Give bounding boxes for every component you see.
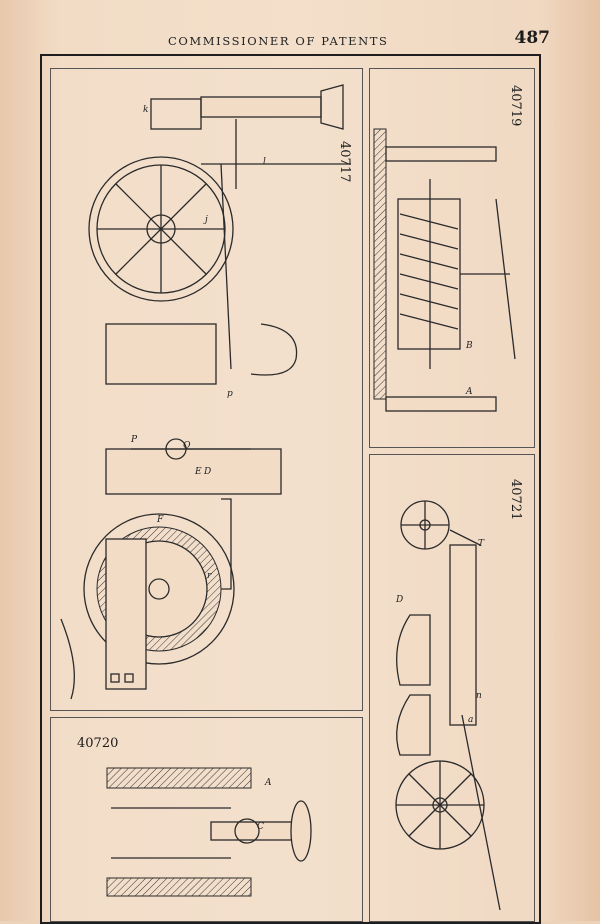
valve-cap xyxy=(290,800,312,862)
large-wheel-rim xyxy=(88,156,234,302)
label-E: E xyxy=(195,467,202,477)
mould-board-1 xyxy=(396,614,431,686)
pump-head-shape xyxy=(150,98,202,130)
label-l: l xyxy=(263,157,266,167)
drum-hub xyxy=(148,578,170,600)
patent-number-40721: 40721 xyxy=(508,479,523,521)
machine-body-middle xyxy=(105,448,282,495)
bottom-beam xyxy=(385,396,497,412)
base-slab xyxy=(373,128,387,400)
drawing-40717 xyxy=(60,84,351,700)
handle-lines xyxy=(461,714,501,911)
patent-number-40717: 40717 xyxy=(337,141,352,183)
page-number: 487 xyxy=(514,28,551,48)
rod-f xyxy=(221,498,232,590)
base-plank xyxy=(105,538,147,690)
patent-number-40719: 40719 xyxy=(508,85,523,127)
roller-box xyxy=(397,198,461,350)
large-wheel-spokes-40721 xyxy=(396,761,484,849)
large-wheel-spokes xyxy=(97,165,225,293)
ground-line xyxy=(60,618,75,700)
panel-40719: 40719 B A xyxy=(369,68,535,448)
roller-teeth xyxy=(399,213,459,330)
wheel-arm xyxy=(449,529,481,546)
label-r: r xyxy=(207,571,212,581)
bell-mouth-shape xyxy=(320,84,344,130)
page-header: COMMISSIONER OF PATENTS 487 xyxy=(0,28,600,52)
bottom-wall-section xyxy=(106,877,252,897)
drawing-40720 xyxy=(106,767,312,897)
label-p: p xyxy=(227,389,233,399)
slot-1 xyxy=(110,673,120,683)
beam-diag xyxy=(220,163,232,370)
slot-2 xyxy=(124,673,134,683)
header-title: COMMISSIONER OF PATENTS xyxy=(168,34,389,48)
small-wheel-spokes xyxy=(401,501,449,549)
top-beam xyxy=(385,146,497,162)
valve-stem xyxy=(210,821,302,841)
label-k: k xyxy=(143,105,149,115)
label-P: P xyxy=(131,435,138,445)
plow-beam xyxy=(449,544,477,726)
drawings-frame: 40717 xyxy=(40,54,541,924)
drum-outer xyxy=(83,513,235,665)
side-line xyxy=(495,198,516,360)
label-Q: Q xyxy=(183,441,191,451)
panel-40717: 40717 xyxy=(50,68,363,711)
machine-body-upper xyxy=(105,323,217,385)
label-j: j xyxy=(205,215,208,225)
label-A-40720: A xyxy=(265,778,272,788)
cylinder-shape xyxy=(200,96,322,118)
top-wall-section xyxy=(106,767,252,789)
mould-board-2 xyxy=(396,694,431,756)
panel-40721: 40721 xyxy=(369,454,535,922)
panel-40720: 40720 A C xyxy=(50,717,363,922)
label-a: a xyxy=(468,715,474,725)
drawing-40721 xyxy=(395,500,501,911)
label-D-40721: D xyxy=(396,595,404,605)
label-B: B xyxy=(466,341,473,351)
label-C: C xyxy=(257,822,264,832)
hopper-curve xyxy=(250,323,298,376)
label-T: T xyxy=(478,539,485,549)
drawing-40719 xyxy=(373,128,516,412)
label-D: D xyxy=(204,467,212,477)
patent-number-40720: 40720 xyxy=(77,736,119,751)
label-F: F xyxy=(157,515,164,525)
label-n: n xyxy=(476,691,482,701)
label-A: A xyxy=(466,387,473,397)
valve-body xyxy=(234,818,260,844)
